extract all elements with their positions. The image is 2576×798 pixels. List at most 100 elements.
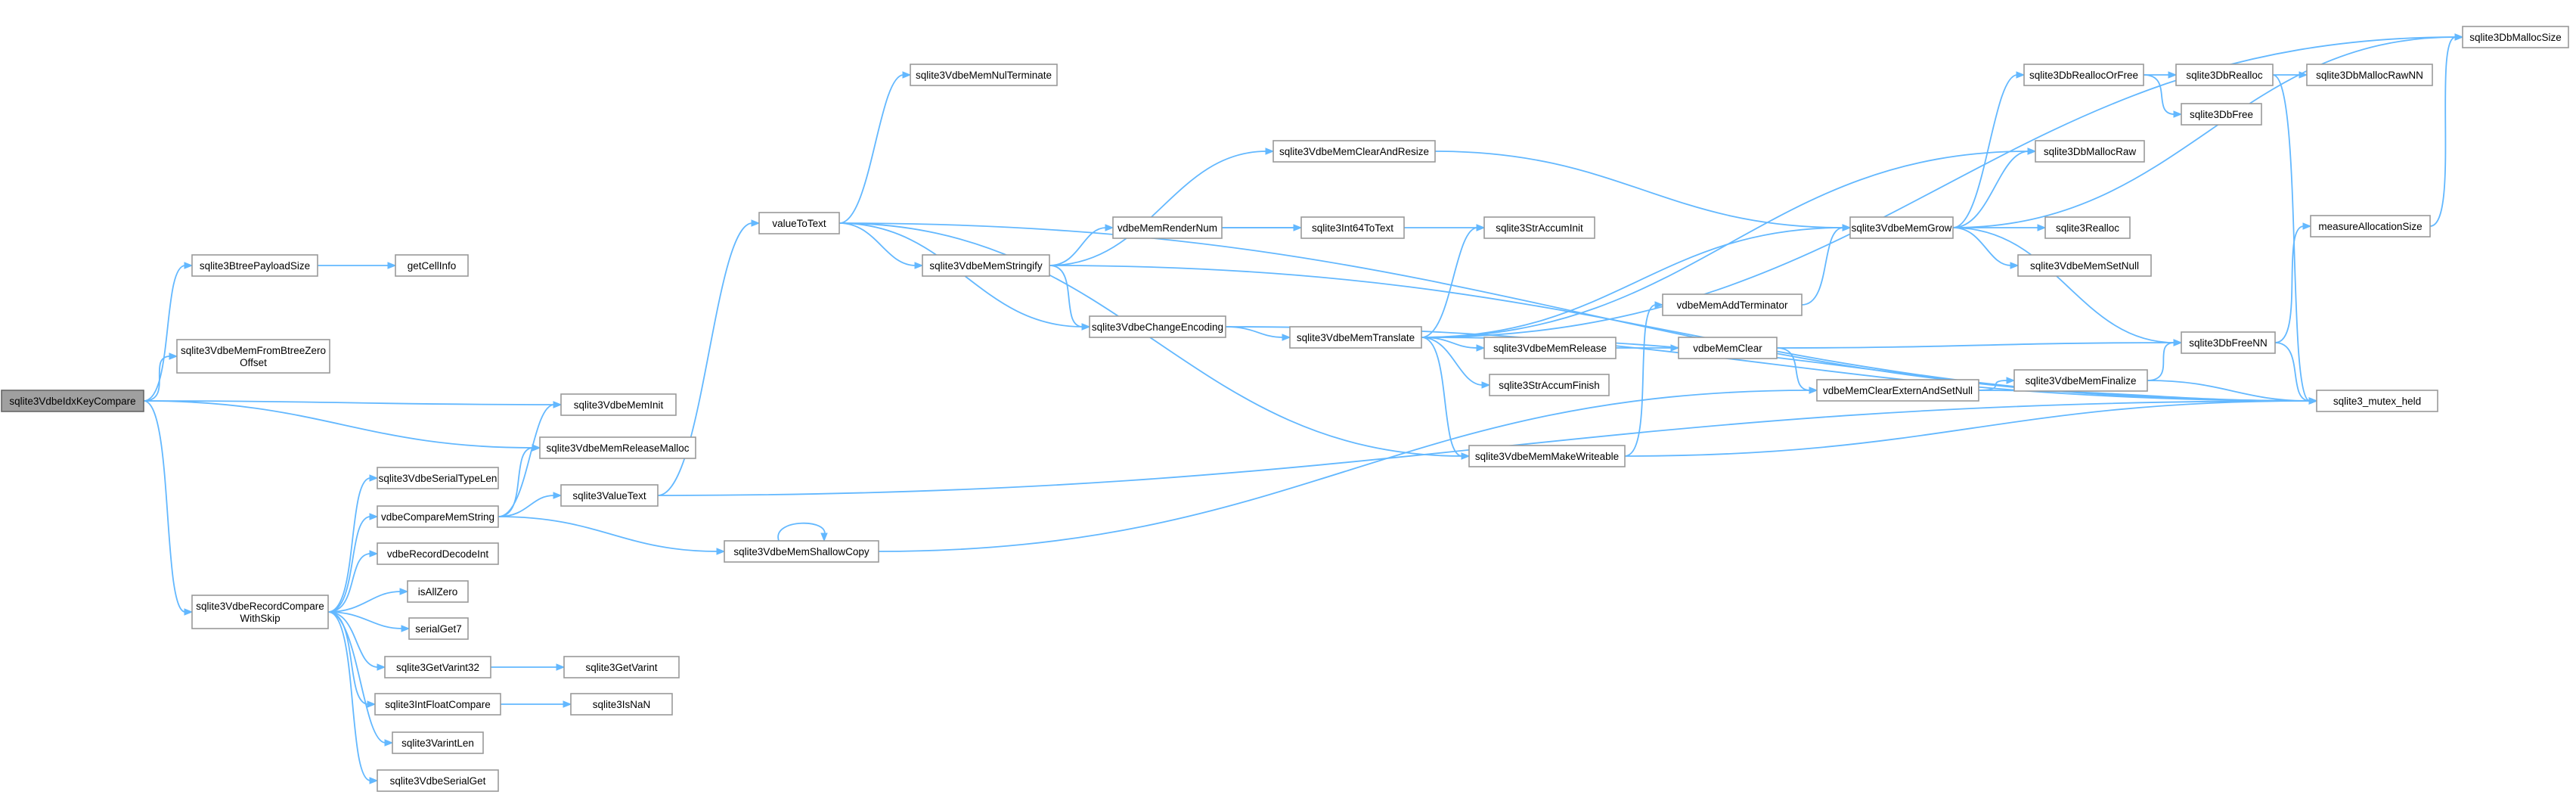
node-memFinalize[interactable]: sqlite3VdbeMemFinalize: [2013, 369, 2148, 392]
node-getVarint32[interactable]: sqlite3GetVarint32: [384, 656, 491, 678]
node-label: sqlite3VdbeMemStringify: [929, 260, 1043, 272]
node-memGrow[interactable]: sqlite3VdbeMemGrow: [1849, 216, 1954, 239]
node-box: [1468, 445, 1626, 467]
node-dbMallocRawNN[interactable]: sqlite3DbMallocRawNN: [2306, 64, 2433, 86]
node-box: [922, 254, 1050, 277]
arrowhead: [1461, 452, 1471, 460]
node-realloc[interactable]: sqlite3Realloc: [2044, 216, 2131, 239]
node-getCellInfo[interactable]: getCellInfo: [395, 254, 469, 277]
node-dbReallocOrFree[interactable]: sqlite3DbReallocOrFree: [2023, 64, 2144, 86]
node-label: sqlite3DbFreeNN: [2189, 337, 2268, 349]
node-strAccumFinish[interactable]: sqlite3StrAccumFinish: [1489, 374, 1610, 396]
node-strAccumInit[interactable]: sqlite3StrAccumInit: [1483, 216, 1595, 239]
node-recordDecodeInt[interactable]: vdbeRecordDecodeInt: [377, 542, 499, 565]
node-varintLen[interactable]: sqlite3VarintLen: [392, 731, 484, 754]
node-memClear[interactable]: vdbeMemClear: [1678, 337, 1778, 359]
node-label: sqlite3VdbeMemFromBtreeZero: [181, 345, 326, 356]
node-shallowCopy[interactable]: sqlite3VdbeMemShallowCopy: [724, 540, 879, 563]
node-isAllZero[interactable]: isAllZero: [407, 580, 469, 603]
node-label: sqlite3IsNaN: [593, 699, 651, 710]
node-changeEncoding[interactable]: sqlite3VdbeChangeEncoding: [1089, 315, 1226, 338]
node-measureAllocationSize[interactable]: measureAllocationSize: [2310, 215, 2431, 238]
node-label: sqlite3VdbeMemReleaseMalloc: [546, 442, 689, 454]
node-serialGet[interactable]: sqlite3VdbeSerialGet: [377, 769, 499, 792]
arrowhead: [751, 219, 761, 227]
node-label: sqlite3VdbeMemGrow: [1852, 222, 1952, 234]
edge-shallowCopy-to-shallowCopy: [777, 522, 828, 542]
node-label: sqlite3DbFree: [2190, 109, 2253, 120]
arrowhead: [384, 739, 394, 747]
edge-root-to-btreePayloadSize: [143, 262, 194, 402]
node-nulTerminate[interactable]: sqlite3VdbeMemNulTerminate: [910, 64, 1058, 86]
node-memTranslate[interactable]: sqlite3VdbeMemTranslate: [1289, 326, 1422, 349]
arrowhead: [2173, 339, 2183, 346]
node-memSetNull[interactable]: sqlite3VdbeMemSetNull: [2017, 254, 2152, 277]
node-intFloatCompare[interactable]: sqlite3IntFloatCompare: [374, 693, 501, 716]
node-box: [539, 436, 696, 459]
node-clearExternAndSetNull[interactable]: vdbeMemClearExternAndSetNull: [1816, 379, 1979, 402]
node-dbRealloc[interactable]: sqlite3DbRealloc: [2175, 64, 2274, 86]
arrowhead: [553, 401, 563, 408]
arrowhead: [2173, 110, 2183, 118]
edge-root-to-memInit: [143, 400, 563, 408]
node-renderNum[interactable]: vdbeMemRenderNum: [1112, 216, 1223, 239]
node-label: sqlite3VdbeMemClearAndResize: [1279, 146, 1429, 157]
edge-recordCompare-to-serialGet7: [327, 611, 411, 632]
node-label: sqlite3VdbeMemFinalize: [2025, 375, 2136, 387]
node-getVarint[interactable]: sqlite3GetVarint: [563, 656, 680, 678]
arrowhead: [532, 444, 541, 452]
node-dbFreeNN[interactable]: sqlite3DbFreeNN: [2181, 331, 2276, 354]
edge-valueToText-to-memStringify: [839, 222, 924, 269]
node-box: [2175, 64, 2274, 86]
arrowhead: [369, 777, 379, 784]
edge-compareMemString-to-memReleaseMalloc: [498, 444, 541, 517]
edge-memGrow-to-memSetNull: [1952, 227, 2020, 269]
node-memInit[interactable]: sqlite3VdbeMemInit: [560, 393, 677, 416]
node-valueText[interactable]: sqlite3ValueText: [560, 484, 659, 507]
edge-memGrow-to-dbMallocSize: [1952, 33, 2464, 228]
edge-root-to-recordCompare: [143, 400, 194, 616]
node-label: sqlite3VdbeMemInit: [574, 399, 664, 411]
node-mutexHeld[interactable]: sqlite3_mutex_held: [2316, 390, 2438, 412]
node-label: measureAllocationSize: [2318, 221, 2422, 232]
node-label: isAllZero: [418, 586, 458, 598]
node-valueToText[interactable]: valueToText: [758, 212, 840, 234]
arrowhead: [2168, 71, 2178, 79]
node-clearAndResize[interactable]: sqlite3VdbeMemClearAndResize: [1273, 140, 1436, 163]
node-dbMallocSize[interactable]: sqlite3DbMallocSize: [2462, 26, 2569, 48]
node-box: [1816, 379, 1979, 402]
node-addTerminator[interactable]: vdbeMemAddTerminator: [1662, 293, 1803, 316]
node-box: [2035, 140, 2145, 163]
node-box: [2023, 64, 2144, 86]
node-box: [374, 693, 501, 716]
node-makeWriteable[interactable]: sqlite3VdbeMemMakeWriteable: [1468, 445, 1626, 467]
arrowhead: [902, 71, 912, 79]
arrowhead: [1476, 344, 1486, 352]
edge-compareMemString-to-shallowCopy: [498, 516, 726, 555]
node-dbMallocRaw[interactable]: sqlite3DbMallocRaw: [2035, 140, 2145, 163]
node-box: [1662, 293, 1803, 316]
node-serialTypeLen[interactable]: sqlite3VdbeSerialTypeLen: [377, 467, 499, 489]
edge-root-to-memFromBtreeZero: [143, 352, 178, 402]
node-isNaN[interactable]: sqlite3IsNaN: [570, 693, 673, 716]
node-int64ToText[interactable]: sqlite3Int64ToText: [1300, 216, 1405, 239]
node-memRelease[interactable]: sqlite3VdbeMemRelease: [1483, 337, 1617, 359]
node-btreePayloadSize[interactable]: sqlite3BtreePayloadSize: [191, 254, 318, 277]
node-root[interactable]: sqlite3VdbeIdxKeyCompare: [1, 390, 144, 412]
node-memReleaseMalloc[interactable]: sqlite3VdbeMemReleaseMalloc: [539, 436, 696, 459]
node-dbFree[interactable]: sqlite3DbFree: [2181, 103, 2262, 126]
arrowhead: [2037, 224, 2047, 231]
node-box: [191, 595, 329, 629]
node-compareMemString[interactable]: vdbeCompareMemString: [377, 505, 499, 528]
node-box: [2181, 331, 2276, 354]
node-box: [384, 656, 491, 678]
node-serialGet7[interactable]: serialGet7: [408, 617, 469, 640]
arrowhead: [914, 262, 924, 269]
edge-memStringify-to-renderNum: [1049, 224, 1114, 266]
node-memStringify[interactable]: sqlite3VdbeMemStringify: [922, 254, 1050, 277]
node-box: [2310, 215, 2431, 238]
edge-shallowCopy-to-clearExternAndSetNull: [878, 387, 1818, 552]
edge-memClear-to-dbFreeNN: [1776, 339, 2183, 349]
